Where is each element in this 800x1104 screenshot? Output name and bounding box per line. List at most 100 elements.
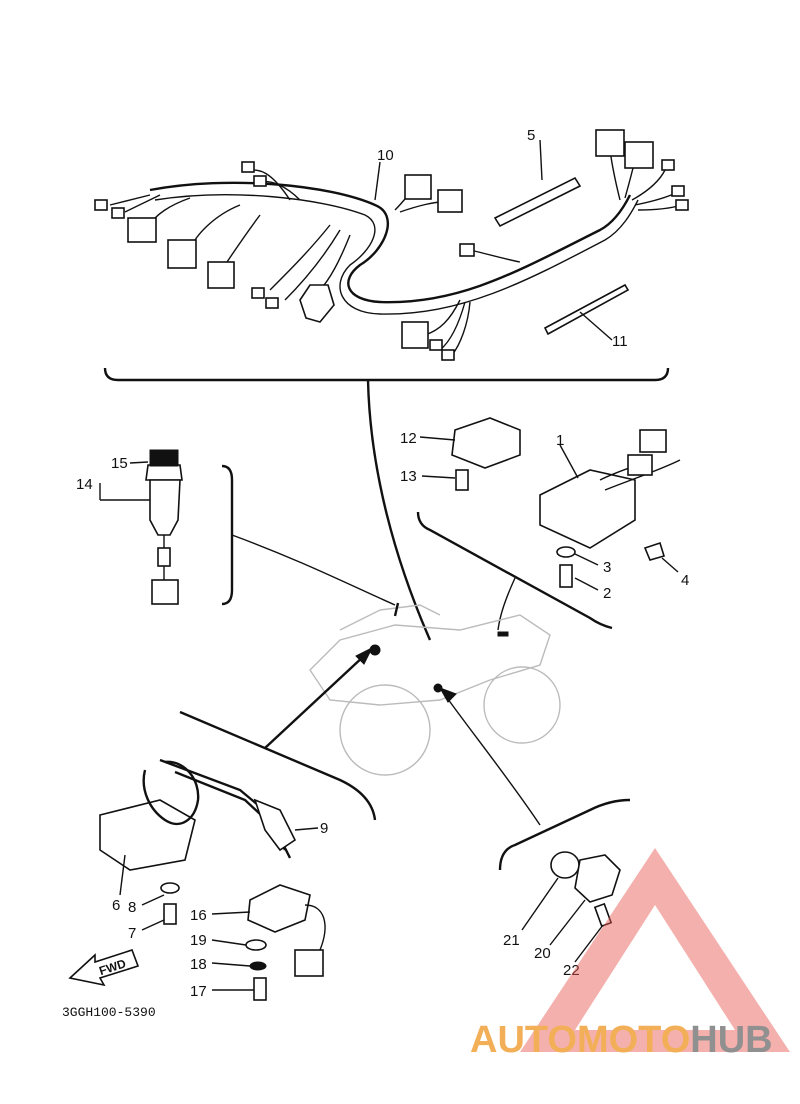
harness-pointer-line (366, 379, 432, 641)
harness-branch (189, 204, 241, 251)
harness-branch (124, 194, 161, 213)
main-switch-bracket (221, 464, 234, 606)
harness-connector (401, 321, 429, 349)
harness-terminal (671, 185, 685, 197)
harness-branch (284, 229, 341, 301)
main-switch-plug (157, 547, 171, 567)
front-wheel (339, 684, 431, 776)
washer-3 (556, 546, 576, 558)
callout-18: 18 (190, 956, 207, 973)
callout-22: 22 (563, 962, 580, 979)
harness-branch (469, 249, 521, 263)
main-switch-pointer (231, 534, 396, 606)
harness-terminal (111, 207, 125, 219)
cable-band-5 (493, 176, 582, 228)
leader-2 (574, 577, 599, 591)
callout-3: 3 (603, 559, 611, 576)
rectifier-group (416, 417, 681, 631)
sensor-pointer (444, 694, 541, 826)
harness-branch (399, 201, 443, 213)
ignition-coil-group (99, 646, 377, 931)
rectifier-bracket (416, 511, 613, 630)
plug-cap-9 (253, 798, 297, 852)
watermark-triangle-icon (520, 848, 790, 1052)
callout-2: 2 (603, 585, 611, 602)
leader-15 (129, 461, 149, 464)
leader-4 (661, 557, 679, 573)
harness-trunk (149, 181, 632, 304)
harness-branch (109, 194, 151, 206)
callout-8: 8 (128, 899, 136, 916)
harness-terminal (675, 199, 689, 211)
main-switch-body (149, 479, 181, 536)
callout-4: 4 (681, 572, 689, 589)
diagram-code: 3GGH100-5390 (62, 1005, 156, 1020)
leader-10 (374, 161, 381, 201)
harness-terminal (265, 297, 279, 309)
callout-10: 10 (377, 147, 394, 164)
atv-silhouette (309, 602, 561, 776)
callout-20: 20 (534, 945, 551, 962)
cable-tie-11 (543, 283, 630, 336)
watermark-part2: HUB (690, 1019, 772, 1061)
ignition-coil-6 (99, 799, 196, 871)
leader-7 (141, 919, 165, 931)
leader-19 (211, 939, 247, 946)
coil-pointer (264, 654, 366, 749)
leader-22 (574, 924, 604, 963)
cdi-connector (294, 949, 324, 977)
callout-12: 12 (400, 430, 417, 447)
callout-16: 16 (190, 907, 207, 924)
bolt-2 (559, 564, 573, 588)
leader-21 (521, 877, 559, 931)
harness-connector (595, 129, 625, 157)
wire-harness-group (94, 129, 689, 382)
clip-4 (643, 541, 666, 561)
leader-18 (211, 962, 251, 967)
grommet-18 (249, 961, 267, 971)
harness-connector (167, 239, 197, 269)
harness-terminal (441, 349, 455, 361)
sensor-group (438, 687, 631, 963)
leader-8 (141, 894, 165, 906)
leader-5 (539, 139, 543, 181)
leader-9 (294, 827, 319, 831)
harness-branch (224, 214, 261, 266)
harness-branch (609, 149, 621, 201)
coil-pointer-arrow (355, 646, 374, 665)
leader-3 (574, 553, 599, 566)
cdi-group (211, 884, 326, 1001)
leader-6 (119, 854, 126, 896)
leader-1 (559, 444, 579, 479)
harness-terminal (253, 175, 267, 187)
leader-11 (579, 311, 613, 341)
bolt-13 (455, 469, 469, 491)
leader-16 (211, 911, 251, 915)
atv-mark (497, 631, 509, 637)
callout-11: 11 (612, 333, 628, 350)
cdi-unit-16 (247, 884, 311, 933)
callout-7: 7 (128, 925, 136, 942)
rectifier-connector (639, 429, 667, 453)
harness-terminal (459, 243, 475, 257)
callout-19: 19 (190, 932, 207, 949)
harness-connector (404, 174, 432, 200)
callout-5: 5 (527, 127, 535, 144)
watermark-part1: AUTOMOTO (470, 1019, 690, 1061)
rectifier-1 (539, 469, 636, 549)
callout-17: 17 (190, 983, 207, 1000)
fwd-arrow-shape (68, 949, 140, 987)
leader-20 (549, 899, 586, 946)
main-switch-connector (151, 579, 179, 605)
harness-branch (439, 301, 466, 351)
bolt-7 (163, 903, 177, 925)
rectifier-connector (627, 454, 653, 476)
atv-mark (433, 683, 443, 693)
harness-bracket (103, 367, 670, 382)
watermark-text: AUTOMOTOHUB (470, 1019, 773, 1061)
callout-6: 6 (112, 897, 120, 914)
callout-15: 15 (111, 455, 128, 472)
key-head (149, 449, 179, 467)
harness-branch (269, 224, 331, 291)
